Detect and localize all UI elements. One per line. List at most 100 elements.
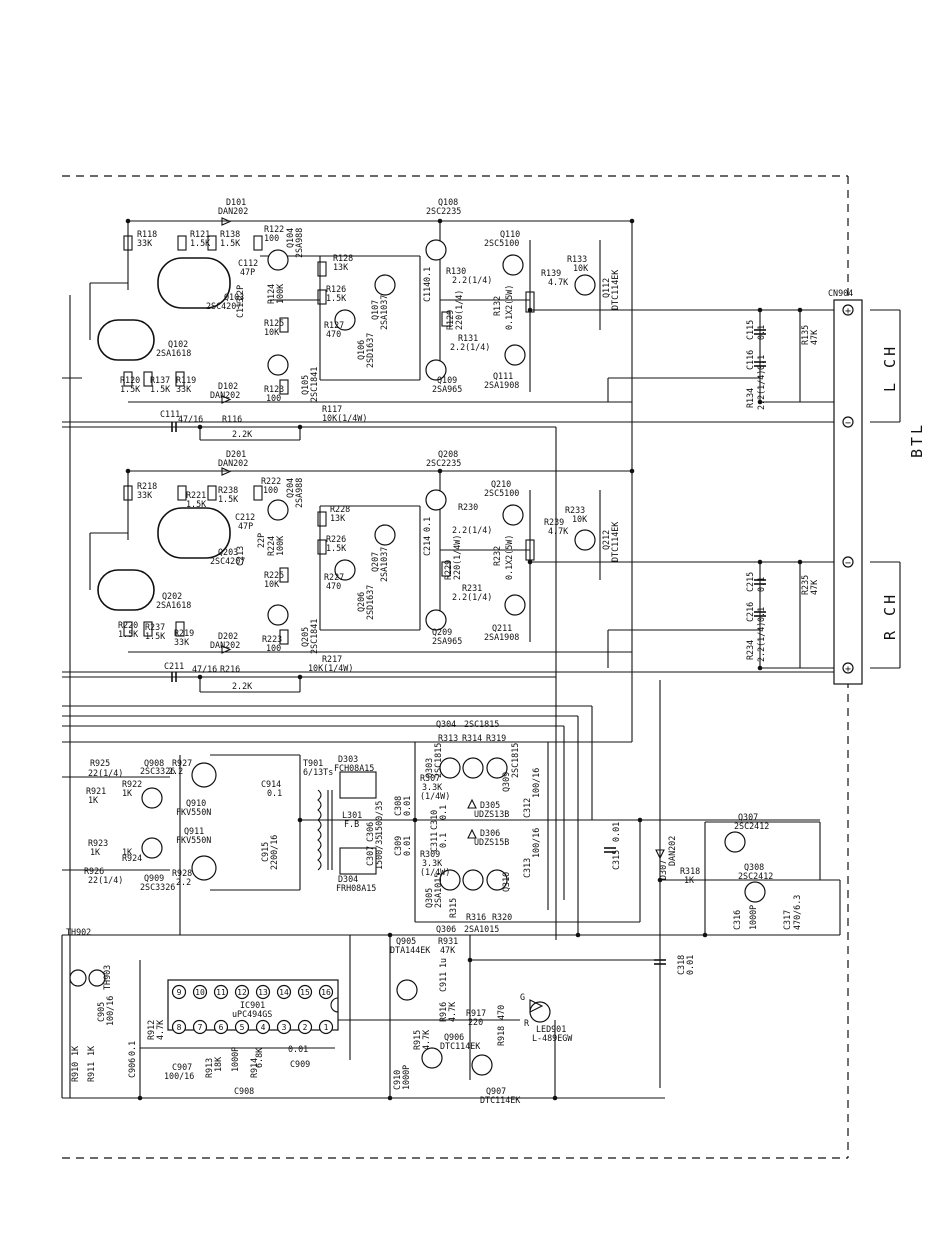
label-Q910: Q910 <box>186 798 206 808</box>
label-C310: C310 <box>429 810 439 830</box>
label-R217: R217 <box>322 654 342 664</box>
label-D303-part: FCH08A15 <box>334 763 374 773</box>
label-R132-val: 0.1X2(5W) <box>504 285 514 330</box>
label-R232: R232 <box>492 546 502 566</box>
ic901-pin-label-14: 14 <box>279 988 289 997</box>
label-C216-val: 0.1 <box>756 607 766 622</box>
label-C911: C911 <box>438 972 448 992</box>
label-Q209: Q209 <box>432 627 452 637</box>
label-R237: R237 <box>145 622 165 632</box>
label-l-ch: L CH <box>881 344 899 392</box>
label-Q303-part: 2SC1815 <box>433 743 443 778</box>
label-C914-val: 0.1 <box>267 788 282 798</box>
label-D304: D304 <box>338 874 358 884</box>
label-C112: C112 <box>238 258 258 268</box>
label-C311-val: 0.1 <box>438 833 448 848</box>
label-Q906-part: DTC114EK <box>440 1041 481 1051</box>
label-C115: C115 <box>745 320 755 340</box>
label-C112-val: 47P <box>240 267 255 277</box>
label-R918-val: 470 <box>496 1005 506 1020</box>
label-R137-val: 1.5K <box>150 384 171 394</box>
label-R928-val: 2.2 <box>176 877 191 887</box>
label-C214-val: 0.1 <box>422 517 432 532</box>
label-R118: R118 <box>137 229 157 239</box>
ic901-pin-label-3: 3 <box>282 1023 287 1032</box>
label-D201-part: DAN202 <box>218 458 248 468</box>
label-Q911: Q911 <box>184 826 204 836</box>
ic901-pin-label-10: 10 <box>195 988 205 997</box>
label-R918: R918 <box>496 1026 506 1046</box>
label-R133-val: 10K <box>573 263 589 273</box>
label-Q907-part: DTC114EK <box>480 1095 521 1105</box>
ic901-pin-label-16: 16 <box>321 988 331 997</box>
label-R318: R318 <box>680 866 700 876</box>
label-R133: R133 <box>567 254 587 264</box>
label-R923-val: 1K <box>90 847 101 857</box>
label-Q105: Q105 <box>300 375 310 395</box>
label-R307: R307 <box>420 773 440 783</box>
label-Q207: Q207 <box>370 552 380 572</box>
label-R126-val: 1.5K <box>326 293 347 303</box>
label-Q202-part: 2SA1618 <box>156 600 191 610</box>
label-Q104-part: 2SA988 <box>294 228 304 258</box>
label-C915: C915 <box>260 842 270 862</box>
label-Q308-part: 2SC2412 <box>738 871 773 881</box>
label-Q205: Q205 <box>300 627 310 647</box>
label-Q108-part: 2SC2235 <box>426 206 461 216</box>
label-R128: R128 <box>333 253 353 263</box>
label-C215-val: 0.1 <box>756 577 766 592</box>
label-C315: C315 <box>611 850 621 870</box>
label-Q208: Q208 <box>438 449 458 459</box>
label-TH902: TH902 <box>66 927 91 937</box>
ic901-pin-label-5: 5 <box>240 1023 245 1032</box>
label-R131-val: 2.2(1/4) <box>450 342 490 352</box>
label-R917: R917 <box>466 1008 486 1018</box>
label-C316: C316 <box>732 910 742 930</box>
label-R233-val: 10K <box>572 514 588 524</box>
ic901-pin-label-4: 4 <box>261 1023 266 1032</box>
label-C910: C910 <box>392 1070 402 1090</box>
label-R227: R227 <box>324 572 344 582</box>
label-R313: R313 <box>438 733 458 743</box>
label-R223-val: 100 <box>266 643 281 653</box>
label-R235: R235 <box>800 575 810 595</box>
label-R314: R314 <box>462 733 482 743</box>
ic901-pin-label-1: 1 <box>324 1023 329 1032</box>
label-R927: R927 <box>172 758 192 768</box>
label-R230: R230 <box>458 502 478 512</box>
label-Q211: Q211 <box>492 623 512 633</box>
label-Q305: Q305 <box>424 888 434 908</box>
ic901-pin-7 <box>192 1019 208 1035</box>
label-R225-val: 10K <box>264 579 280 589</box>
label-Q210-part: 2SC5100 <box>484 488 519 498</box>
label-C116-val: 0.1 <box>756 355 766 370</box>
label-Q111-part: 2SA1908 <box>484 380 519 390</box>
label-Q309: Q309 <box>501 772 511 792</box>
label-C306-val: 1500/35 <box>374 801 384 836</box>
label-R931: R931 <box>438 936 458 946</box>
label-Q106: Q106 <box>356 340 366 360</box>
wiring <box>61 220 841 1099</box>
label-C910-val: 1000P <box>401 1065 411 1090</box>
label-L301: L301 <box>342 810 362 820</box>
label-D101-part: DAN202 <box>218 206 248 216</box>
label-R926-val: 22(1/4) <box>88 875 123 885</box>
label-R120-val: 1.5K <box>120 384 141 394</box>
label-R217-val: 10K(1/4W) <box>308 663 353 673</box>
label-R135-val: 47K <box>809 329 819 345</box>
label-R234-val: 2.2(1/4) <box>756 622 766 662</box>
ic901-pin-label-12: 12 <box>237 988 247 997</box>
label-Q906: Q906 <box>444 1032 464 1042</box>
label-C307-val: 1500/35 <box>374 835 384 870</box>
label-Q107-part: 2SA1037 <box>379 295 389 330</box>
label-C907-val: 100/16 <box>164 1071 194 1081</box>
label-C114: C114 <box>422 282 432 302</box>
label-Q203: Q203 <box>218 547 238 557</box>
label-C215: C215 <box>745 572 755 592</box>
label-R914-val: 6.8K <box>254 1047 264 1068</box>
label-R924: R924 <box>122 853 142 863</box>
label-R127: R127 <box>324 320 344 330</box>
label-R912: R912 <box>146 1020 156 1040</box>
label-Q204: Q204 <box>285 478 295 498</box>
